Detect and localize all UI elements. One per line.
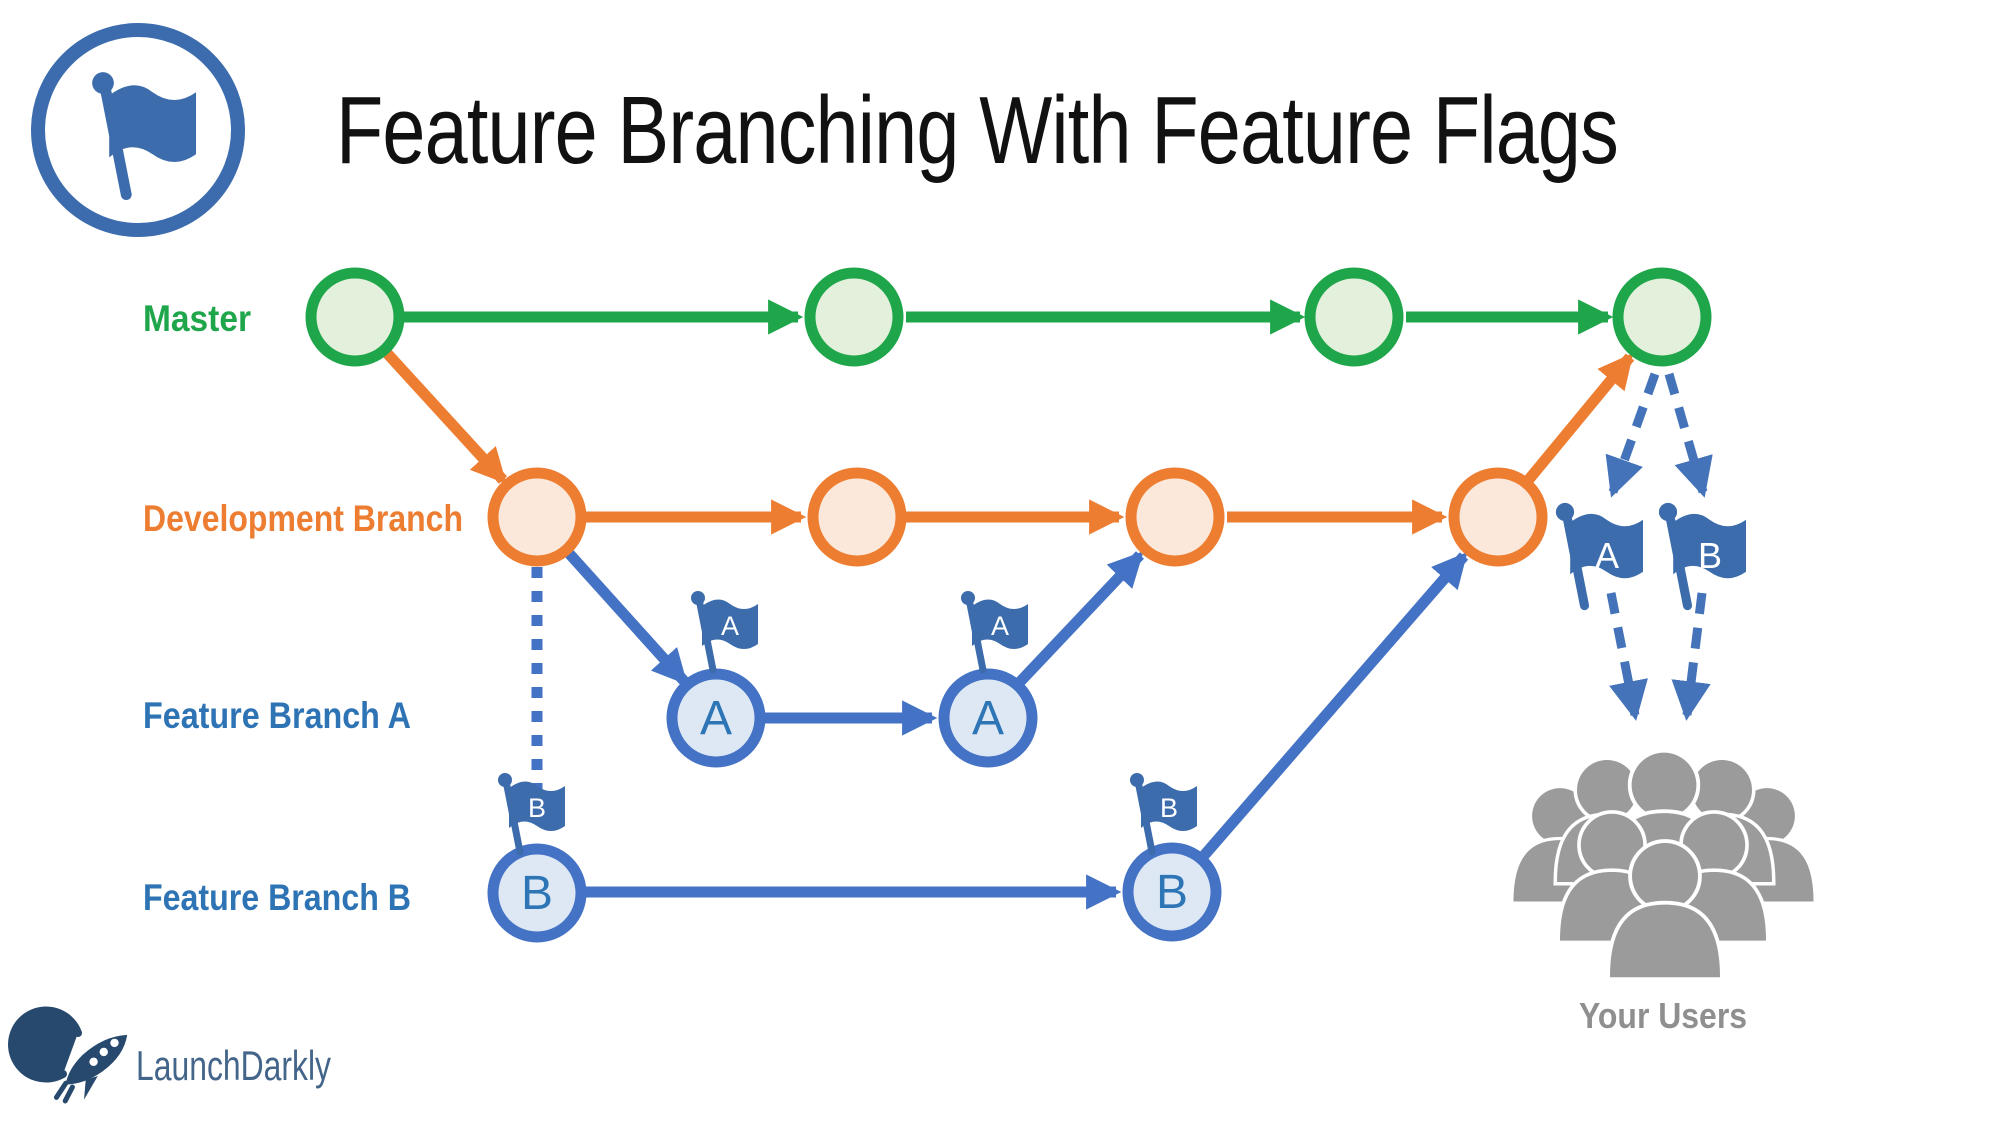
featureB-commit-1-letter: B bbox=[521, 867, 553, 920]
master-commit-2 bbox=[804, 267, 904, 367]
merge-arrow-featureB-dev bbox=[1196, 552, 1469, 863]
featureA-flag-icon-2: A bbox=[961, 591, 1028, 670]
branch-off-arrow-dev-featureA bbox=[561, 546, 689, 685]
feature-branch-a-commits: A A bbox=[666, 668, 1038, 768]
release-flag-b-icon: B bbox=[1659, 503, 1746, 606]
master-branch-commits bbox=[305, 267, 1712, 367]
featureA-commit-1-letter: A bbox=[700, 692, 732, 745]
master-commit-4 bbox=[1612, 267, 1712, 367]
dashed-arrow-flagB-users bbox=[1671, 592, 1711, 721]
dashed-arrow-flagA-users bbox=[1606, 592, 1648, 721]
feature-branch-a-label: Feature Branch A bbox=[143, 695, 411, 736]
release-flag-a-icon: A bbox=[1556, 503, 1643, 606]
launchdarkly-wordmark: LaunchDarkly bbox=[136, 1042, 331, 1089]
page-title: Feature Branching With Feature Flags bbox=[336, 77, 1618, 184]
dev-commit-1 bbox=[487, 467, 587, 567]
featureA-commit-2 bbox=[938, 668, 1038, 768]
master-branch-label: Master bbox=[143, 298, 251, 339]
users-crowd-icon bbox=[1514, 753, 1814, 978]
master-commit-3 bbox=[1304, 267, 1404, 367]
dashed-arrow-master-flagA bbox=[1605, 372, 1660, 498]
feature-branch-b-label: Feature Branch B bbox=[143, 877, 411, 918]
featureB-flag-icon-2: B bbox=[1130, 773, 1197, 852]
featureA-commit-1 bbox=[666, 668, 766, 768]
dev-commit-4 bbox=[1448, 467, 1548, 567]
launchdarkly-rocket-icon bbox=[8, 1006, 128, 1104]
your-users-label: Your Users bbox=[1579, 995, 1747, 1036]
development-branch-label: Development Branch bbox=[143, 498, 463, 539]
merge-arrow-featureA-dev bbox=[1014, 551, 1144, 688]
feature-flag-badge-icon bbox=[31, 23, 245, 237]
dev-commit-3 bbox=[1125, 467, 1225, 567]
featureA-flag-icon-1: A bbox=[691, 591, 758, 670]
release-flag-a-letter: A bbox=[1595, 535, 1619, 576]
featureB-flag-2-letter: B bbox=[1160, 793, 1178, 823]
featureB-commit-1 bbox=[487, 843, 587, 943]
branch-connectors bbox=[380, 299, 1713, 910]
featureB-flag-1-letter: B bbox=[528, 793, 546, 823]
development-branch-commits bbox=[487, 467, 1548, 567]
featureB-commit-2 bbox=[1122, 842, 1222, 942]
merge-arrow-dev-master bbox=[1521, 352, 1635, 487]
featureB-flag-icon-1: B bbox=[498, 773, 565, 852]
featureB-commit-2-letter: B bbox=[1156, 866, 1188, 919]
featureA-commit-2-letter: A bbox=[972, 692, 1004, 745]
release-flag-b-letter: B bbox=[1698, 535, 1722, 576]
featureA-flag-2-letter: A bbox=[991, 611, 1009, 641]
launchdarkly-logo: LaunchDarkly bbox=[8, 1006, 331, 1104]
master-commit-1 bbox=[305, 267, 405, 367]
feature-branch-b-commits: B B bbox=[487, 842, 1222, 943]
featureA-flag-1-letter: A bbox=[721, 611, 739, 641]
branch-off-arrow-master-dev bbox=[380, 347, 508, 484]
dashed-arrow-master-flagB bbox=[1664, 372, 1713, 498]
dev-commit-2 bbox=[807, 467, 907, 567]
